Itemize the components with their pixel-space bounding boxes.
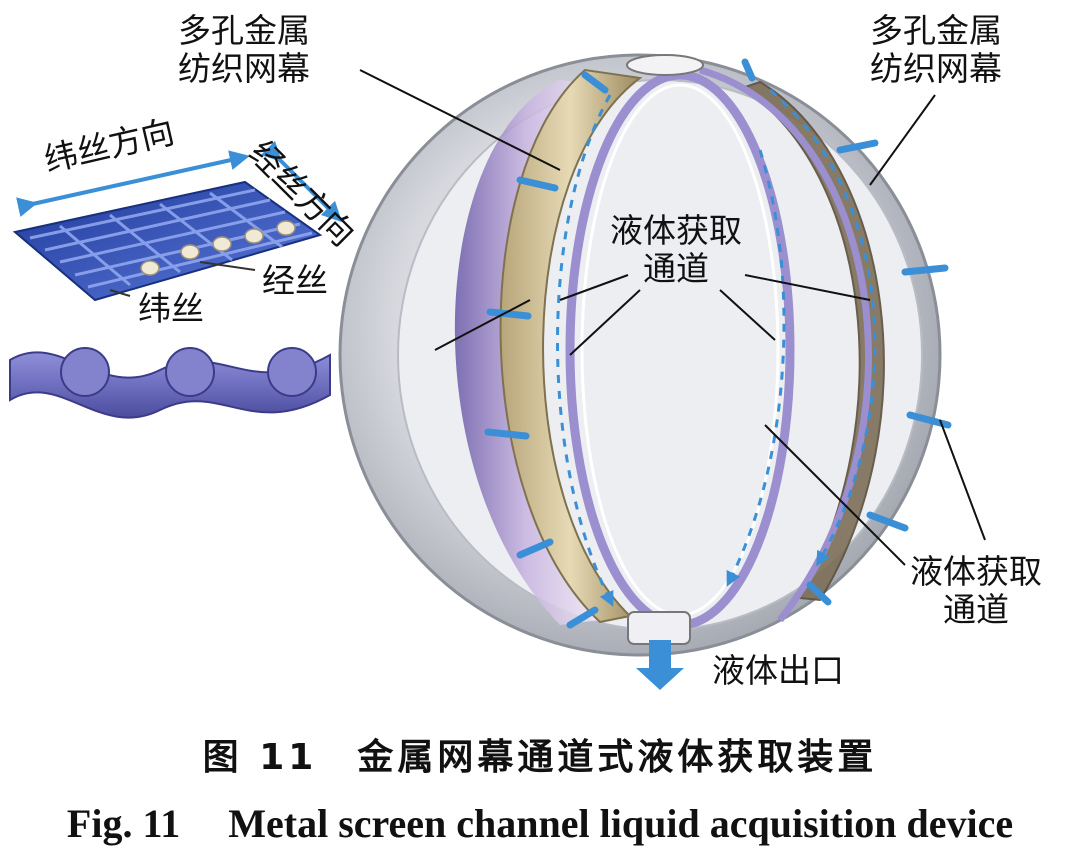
weft-direction-arrow [16, 150, 250, 217]
label-line: 液体获取 [610, 211, 742, 250]
label-porous-screen-right: 多孔金属 纺织网幕 [870, 12, 1002, 88]
caption-chinese: 图 11 金属网幕通道式液体获取装置 [0, 728, 1080, 780]
caption-en-number: Fig. 11 [66, 801, 181, 846]
flow-arrow [566, 606, 599, 629]
caption-en-title: Metal screen channel liquid acquisition … [228, 801, 1014, 846]
flow-arrow [806, 581, 832, 606]
flow-arrow [486, 308, 532, 320]
label-line: 纺织网幕 [178, 49, 310, 88]
leader-channel-a [559, 274, 629, 301]
caption-cn-number: 图 11 [202, 737, 318, 778]
flow-arrow [836, 139, 879, 154]
label-weft-wire: 纬丝 [138, 289, 204, 328]
leader-channel-right-b [764, 424, 906, 566]
weave-cross-section [9, 347, 331, 419]
right-screen-channel [739, 80, 885, 602]
flow-path-right [769, 88, 877, 567]
flow-path-left [556, 94, 614, 607]
channel-flow-dashes [556, 88, 877, 607]
outlet-arrow [636, 640, 684, 690]
leader-porous-left [359, 69, 561, 171]
leader-channel-left [434, 299, 531, 351]
flow-arrow [516, 538, 554, 559]
label-line: 多孔金属 [870, 11, 1002, 50]
flow-arrows [484, 58, 952, 629]
bottom-collar [627, 611, 691, 645]
label-line: 通道 [943, 590, 1009, 629]
label-line: 液体获取 [910, 552, 1042, 591]
label-porous-screen-left: 多孔金属 纺织网幕 [178, 12, 310, 88]
right-inner-ring [699, 66, 872, 623]
leader-channel-c [719, 289, 776, 341]
sphere-tank [338, 53, 952, 690]
warp-wire-leader [199, 261, 256, 271]
label-warp-wire: 经丝 [262, 261, 328, 300]
caption-cn-title: 金属网幕通道式液体获取装置 [357, 737, 878, 778]
flow-arrow [866, 511, 909, 532]
flow-arrow [901, 264, 949, 276]
left-purple-panel [454, 80, 600, 625]
label-line: 纺织网幕 [870, 49, 1002, 88]
leader-lines [359, 69, 986, 566]
leader-channel-b [569, 289, 641, 356]
label-line: 通道 [643, 249, 709, 288]
flow-arrow [581, 71, 609, 94]
leader-channel-d [744, 274, 871, 301]
leader-porous-right [869, 94, 936, 186]
mesh-inset [9, 140, 343, 419]
caption-english: Fig. 11 Metal screen channel liquid acqui… [0, 800, 1080, 847]
label-liquid-outlet: 液体出口 [712, 651, 844, 690]
flow-arrow [484, 428, 530, 440]
warp-direction-arrow [260, 140, 343, 223]
flow-arrow [516, 176, 559, 192]
label-line: 多孔金属 [178, 11, 310, 50]
top-collar [626, 54, 704, 76]
weft-wire-leader [109, 289, 131, 297]
label-channel-right: 液体获取 通道 [910, 553, 1042, 629]
warp-wire-ends [140, 220, 296, 276]
label-channel-center: 液体获取 通道 [610, 212, 742, 288]
leader-channel-right-a [939, 419, 986, 541]
flow-arrow [741, 58, 756, 82]
